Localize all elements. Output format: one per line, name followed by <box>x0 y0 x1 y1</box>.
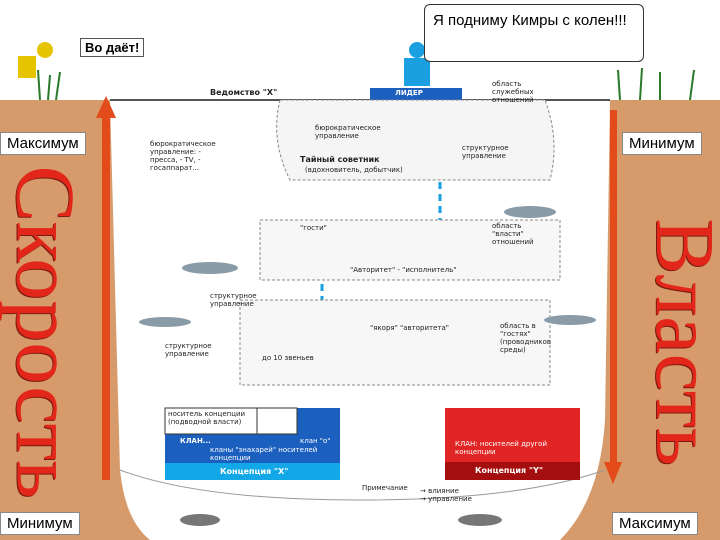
left-bank <box>0 100 150 540</box>
right-top-label: Минимум <box>622 132 702 155</box>
sphere-low-label: область в "гостях" (проводников среды) <box>500 322 552 354</box>
left-top-label: Максимум <box>0 132 86 155</box>
leader-head <box>409 42 425 58</box>
leader-figure <box>404 58 430 86</box>
crawfish-group <box>180 514 502 526</box>
secret-advisor-label: Тайный советник <box>300 155 380 164</box>
reeds-right <box>617 67 695 101</box>
struct-control-label: структурное управление <box>462 144 509 160</box>
concept-x-label: Концепция "X" <box>220 467 289 476</box>
right-bank <box>560 100 720 540</box>
speed-vertical-word: Скорость <box>0 165 92 499</box>
clan-x2-label: кланы "знахарей" носителей концепции <box>210 446 318 462</box>
middle-cloud <box>259 219 561 281</box>
reeds-left <box>37 69 61 101</box>
bureaucracy-list: бюрократическое управление: - пресса, - … <box>150 140 216 172</box>
ellipsis-box <box>256 407 298 435</box>
clan-o-label: клан "о" <box>300 437 331 445</box>
sphere-mid-label: область "власти" отношений <box>492 222 534 246</box>
lower-cloud <box>239 299 551 386</box>
up-to-10-label: до 10 звеньев <box>262 354 314 362</box>
leader-platform <box>370 88 462 102</box>
shout-label: Во даёт! <box>80 38 145 57</box>
concept-y-band <box>445 462 580 480</box>
legend-influence: → влияние <box>420 487 459 495</box>
speech-bubble: Я подниму Кимры с колен!!! <box>424 4 644 62</box>
right-bottom-label: Максимум <box>612 512 698 535</box>
riverbed-line <box>119 469 606 501</box>
grass-authority-label: "якоря" "авторитета" <box>370 324 449 332</box>
power-arrow-head <box>604 462 622 484</box>
leader-label: ЛИДЕР <box>395 89 423 97</box>
concept-x-band <box>165 463 340 480</box>
secret-advisor-sub: (вдохновитель, добытчик) <box>305 166 403 174</box>
sphere-top-label: область служебных отношений <box>492 80 534 104</box>
fish-group <box>139 206 596 327</box>
upper-cloud <box>276 99 555 181</box>
struct-control-3-label: структурное управление <box>210 292 257 308</box>
legend-title: Примечание <box>362 484 408 492</box>
concept-holder-label: носитель концепции (подводной власти) <box>168 410 246 426</box>
power-arrow-right <box>610 110 617 470</box>
onlooker-head <box>37 42 53 58</box>
power-vertical-word: Власть <box>637 218 720 466</box>
guests-label: "гости" <box>300 224 327 232</box>
bureau-control-label: бюрократическое управление <box>315 124 381 140</box>
right-clan-label: КЛАН: носителей другой концепции <box>455 440 548 456</box>
concept-y-label: Концепция "Y" <box>475 466 544 475</box>
legend-control: → управление <box>420 495 472 503</box>
struct-control-4-label: структурное управление <box>165 342 212 358</box>
speed-arrow-head <box>96 96 116 118</box>
left-clan-label: КЛАН... <box>180 437 211 445</box>
left-bottom-label: Минимум <box>0 512 80 535</box>
concept-holder-box <box>164 407 258 435</box>
onlooker-figure <box>18 56 36 78</box>
ministry-label: Ведомство "X" <box>210 88 278 97</box>
speed-arrow-left <box>102 110 110 480</box>
authority-link-label: "Авторитет" - "исполнитель" <box>350 266 457 274</box>
